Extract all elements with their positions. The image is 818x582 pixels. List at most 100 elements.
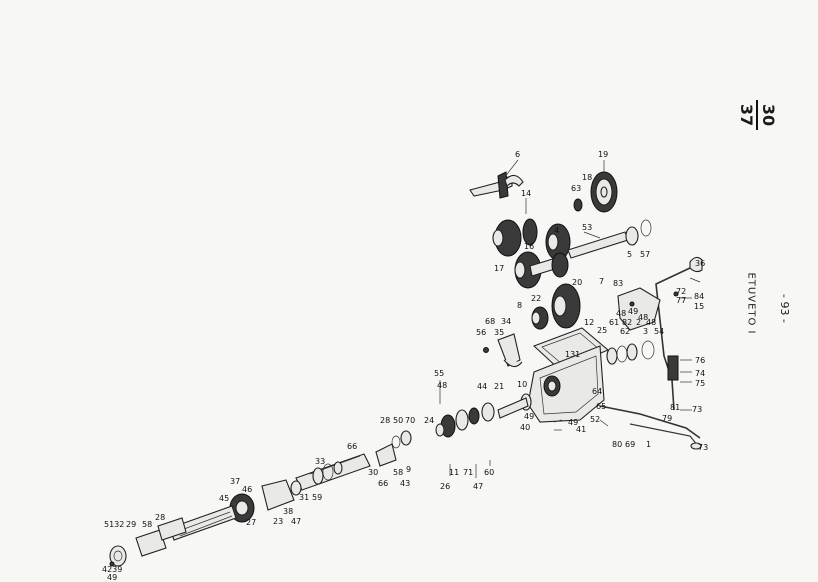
callout-66a: 66: [347, 442, 357, 451]
callout-72: 72: [676, 287, 686, 296]
callout-131: 131: [565, 350, 580, 359]
callout-48a: 48: [616, 309, 626, 318]
callout-54: 54: [654, 327, 664, 336]
callout-11: 11: [449, 468, 459, 477]
callout-2: 2: [636, 318, 641, 327]
callout-58b: 58: [142, 520, 152, 529]
callout-4: 4: [554, 226, 559, 235]
callout-38: 38: [283, 507, 293, 516]
part-input-shaft-rings: [435, 393, 532, 438]
callout-79: 79: [662, 414, 672, 423]
callout-55: 55: [434, 369, 444, 378]
callout-71: 71: [463, 468, 473, 477]
part-propeller-shaft: [295, 453, 371, 491]
part-gear-17: [492, 218, 538, 257]
callout-33: 33: [315, 457, 325, 466]
callout-73a: 73: [692, 405, 702, 414]
callout-50: 50: [393, 416, 403, 425]
part-gear-19: [573, 171, 618, 213]
callout-58a: 58: [393, 468, 403, 477]
callout-numbers: 6 19 18 63 14 16 4 53 5 57 17 36 20 7 83…: [102, 150, 708, 582]
callout-70: 70: [405, 416, 415, 425]
callout-47a: 47: [473, 482, 483, 491]
callout-34: 34: [501, 317, 511, 326]
callout-5: 5: [627, 250, 632, 259]
callout-37: 37: [230, 477, 240, 486]
callout-66b: 66: [378, 479, 388, 488]
callout-49b: 49: [524, 412, 534, 421]
callout-52: 52: [590, 415, 600, 424]
callout-36: 36: [695, 259, 705, 268]
callout-29: 29: [126, 520, 136, 529]
callout-25: 25: [597, 326, 607, 335]
callout-18: 18: [582, 173, 592, 182]
part-bearing-rings: [606, 340, 655, 365]
callout-8: 8: [517, 301, 522, 310]
part-gear-lever: [655, 256, 703, 411]
callout-22: 22: [531, 294, 541, 303]
part-shift-fork-34: [483, 333, 523, 368]
callout-21: 21: [494, 382, 504, 391]
callout-15: 15: [694, 302, 704, 311]
callout-62: 62: [620, 327, 630, 336]
callout-7: 7: [599, 277, 604, 286]
callout-64: 64: [592, 387, 602, 396]
callout-41: 41: [576, 425, 586, 434]
callout-49a: 49: [628, 307, 638, 316]
callout-80: 80: [612, 440, 622, 449]
callout-24: 24: [424, 416, 434, 425]
callout-28a: 28: [380, 416, 390, 425]
callout-26: 26: [440, 482, 450, 491]
callout-68: 68: [485, 317, 495, 326]
callout-84: 84: [694, 292, 704, 301]
callout-69: 69: [625, 440, 635, 449]
callout-4239: 4239: [102, 565, 122, 574]
callout-45: 45: [219, 494, 229, 503]
callout-81: 81: [670, 403, 680, 412]
callout-47b: 47: [291, 517, 301, 526]
part-yoke: [135, 517, 187, 557]
callout-16: 16: [524, 242, 534, 251]
leader-lines: [237, 159, 701, 501]
part-splined-shaft: [169, 493, 255, 541]
part-coupling-block: [261, 479, 302, 511]
part-gear-20: [514, 251, 569, 289]
callout-30: 30: [368, 468, 378, 477]
callout-48d: 48: [437, 381, 447, 390]
part-gearbox-housing: [527, 345, 605, 423]
part-shaft-7: [567, 219, 652, 259]
callout-61: 61: [609, 318, 619, 327]
callout-49d: 49: [107, 573, 117, 582]
callout-23: 23: [273, 517, 283, 526]
callout-19: 19: [598, 150, 608, 159]
part-gear-4: [545, 223, 571, 261]
callout-75: 75: [695, 379, 705, 388]
callout-35: 35: [494, 328, 504, 337]
part-shift-fork: [469, 171, 524, 199]
callout-27: 27: [246, 518, 256, 527]
callout-31: 31: [299, 493, 309, 502]
callout-43: 43: [400, 479, 410, 488]
callout-6: 6: [515, 150, 520, 159]
callout-5132: 5132: [104, 520, 124, 529]
part-bracket: [617, 287, 679, 331]
callout-17: 17: [494, 264, 504, 273]
callout-76: 76: [695, 356, 705, 365]
callout-82: 82: [622, 318, 632, 327]
callout-60: 60: [484, 468, 494, 477]
callout-3: 3: [643, 327, 648, 336]
callout-73b: 73: [698, 443, 708, 452]
callout-77: 77: [676, 296, 686, 305]
callout-12: 12: [584, 318, 594, 327]
callout-53: 53: [582, 223, 592, 232]
callout-44: 44: [477, 382, 487, 391]
callout-48b: 48: [638, 313, 648, 322]
callout-9: 9: [406, 465, 411, 474]
callout-1: 1: [646, 440, 651, 449]
part-universal-joint: [375, 430, 412, 467]
callout-40: 40: [520, 423, 530, 432]
part-gear-12: [531, 283, 581, 330]
callout-48c: 48: [646, 318, 656, 327]
